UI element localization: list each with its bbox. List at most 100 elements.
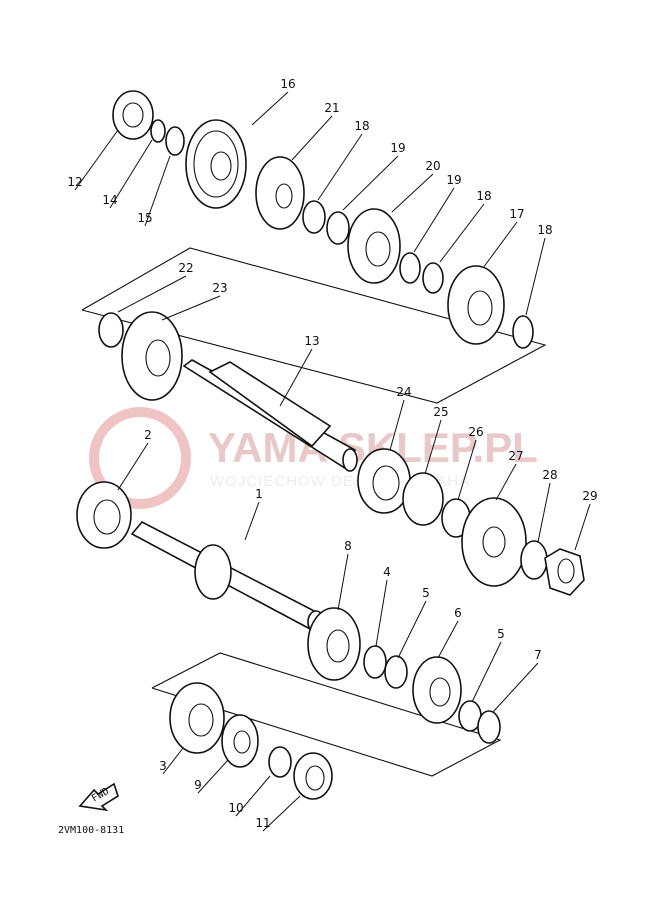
callout-25: 25 (433, 405, 448, 419)
washer-15 (165, 126, 185, 156)
callout-29: 29 (582, 489, 597, 503)
needle-bearing-11 (293, 752, 333, 800)
gear-20 (347, 208, 401, 284)
leader-line-8 (337, 553, 349, 611)
leader-line-9 (197, 759, 229, 794)
callout-22: 22 (178, 261, 193, 275)
leader-line-22 (117, 275, 187, 313)
group-frames (81, 247, 547, 777)
group-frame-drive-axle-gears (151, 652, 502, 777)
bearing-2 (76, 481, 132, 549)
washer-19-b (399, 252, 421, 284)
drive-axle-gear-train (76, 481, 501, 800)
gear-6 (412, 656, 462, 724)
diagram-code: 2VM100-8131 (58, 825, 124, 836)
drive-axle-1 (130, 520, 325, 634)
washer-4 (363, 645, 387, 679)
callout-1: 1 (255, 487, 263, 501)
callout-28: 28 (542, 468, 557, 482)
callout-12: 12 (67, 175, 82, 189)
leader-line-14 (109, 139, 153, 209)
leader-line-5 (397, 600, 427, 659)
leader-line-27 (495, 463, 517, 501)
callout-4: 4 (383, 565, 391, 579)
circlip-18-c (512, 315, 534, 349)
callout-7: 7 (534, 648, 542, 662)
callout-27: 27 (508, 449, 523, 463)
leader-line-3 (162, 747, 184, 775)
group-frame-main-axle-gears (81, 247, 547, 404)
watermark-logo-icon (89, 407, 191, 509)
leader-line-16 (251, 91, 289, 126)
gear-3 (169, 682, 225, 754)
callout-layer: 1234556789101112131415161718181819192021… (67, 77, 598, 832)
leader-line-28 (537, 482, 551, 543)
leader-line-13 (279, 348, 313, 407)
leader-line-23 (161, 295, 221, 321)
fwd-arrow-icon: FWD (78, 782, 119, 812)
leader-line-10 (235, 775, 271, 817)
leader-line-25 (424, 419, 442, 475)
callout-15: 15 (137, 211, 152, 225)
callout-5: 5 (422, 586, 430, 600)
lock-washer-28 (520, 540, 548, 580)
gear-23 (121, 311, 183, 401)
callout-21: 21 (324, 101, 339, 115)
leader-line-1 (244, 501, 260, 541)
gear-8 (307, 607, 361, 681)
drive-sprocket-27 (461, 497, 527, 587)
main-axle-13 (182, 359, 358, 472)
callout-18: 18 (354, 119, 369, 133)
leader-line-5 (471, 641, 502, 703)
bearing-24 (357, 448, 411, 514)
callout-14: 14 (102, 193, 117, 207)
circlip-18-a (302, 200, 326, 234)
oil-seal-25 (402, 472, 444, 526)
leader-line-18 (439, 203, 485, 263)
main-axle-gear-train (98, 90, 534, 401)
callout-3: 3 (159, 759, 167, 773)
leader-line-18 (525, 237, 546, 316)
leader-line-2 (117, 442, 149, 491)
callout-18: 18 (537, 223, 552, 237)
callout-19: 19 (446, 173, 461, 187)
callout-13: 13 (304, 334, 319, 348)
circlip-18-b (422, 262, 444, 294)
leader-line-17 (482, 221, 518, 269)
leader-line-26 (457, 439, 477, 501)
leader-line-21 (291, 115, 333, 161)
callout-19: 19 (390, 141, 405, 155)
callout-10: 10 (228, 801, 243, 815)
washer-7 (477, 710, 501, 744)
callout-11: 11 (255, 816, 270, 830)
leader-line-15 (144, 155, 171, 227)
leader-line-29 (574, 503, 591, 551)
callout-23: 23 (212, 281, 227, 295)
leader-line-19 (342, 155, 399, 211)
washer-10 (268, 746, 292, 778)
callout-17: 17 (509, 207, 524, 221)
leader-line-7 (492, 662, 539, 713)
leader-line-4 (375, 579, 388, 647)
callout-24: 24 (396, 385, 411, 399)
nut-29 (544, 548, 585, 596)
callout-20: 20 (425, 159, 440, 173)
gear-16 (185, 119, 247, 209)
callout-18: 18 (476, 189, 491, 203)
washer-19-a (326, 211, 350, 245)
callout-9: 9 (194, 778, 202, 792)
bearing-12 (112, 90, 154, 140)
callout-8: 8 (344, 539, 352, 553)
leader-line-12 (74, 129, 119, 191)
leader-line-6 (437, 620, 459, 659)
output-side-parts (357, 448, 585, 596)
leader-line-20 (391, 173, 434, 213)
callout-5: 5 (497, 627, 505, 641)
callout-2: 2 (144, 428, 152, 442)
callout-16: 16 (280, 77, 295, 91)
callout-6: 6 (454, 606, 462, 620)
gear-21 (255, 156, 305, 230)
leader-line-19 (413, 187, 455, 253)
washer-22 (98, 312, 124, 348)
